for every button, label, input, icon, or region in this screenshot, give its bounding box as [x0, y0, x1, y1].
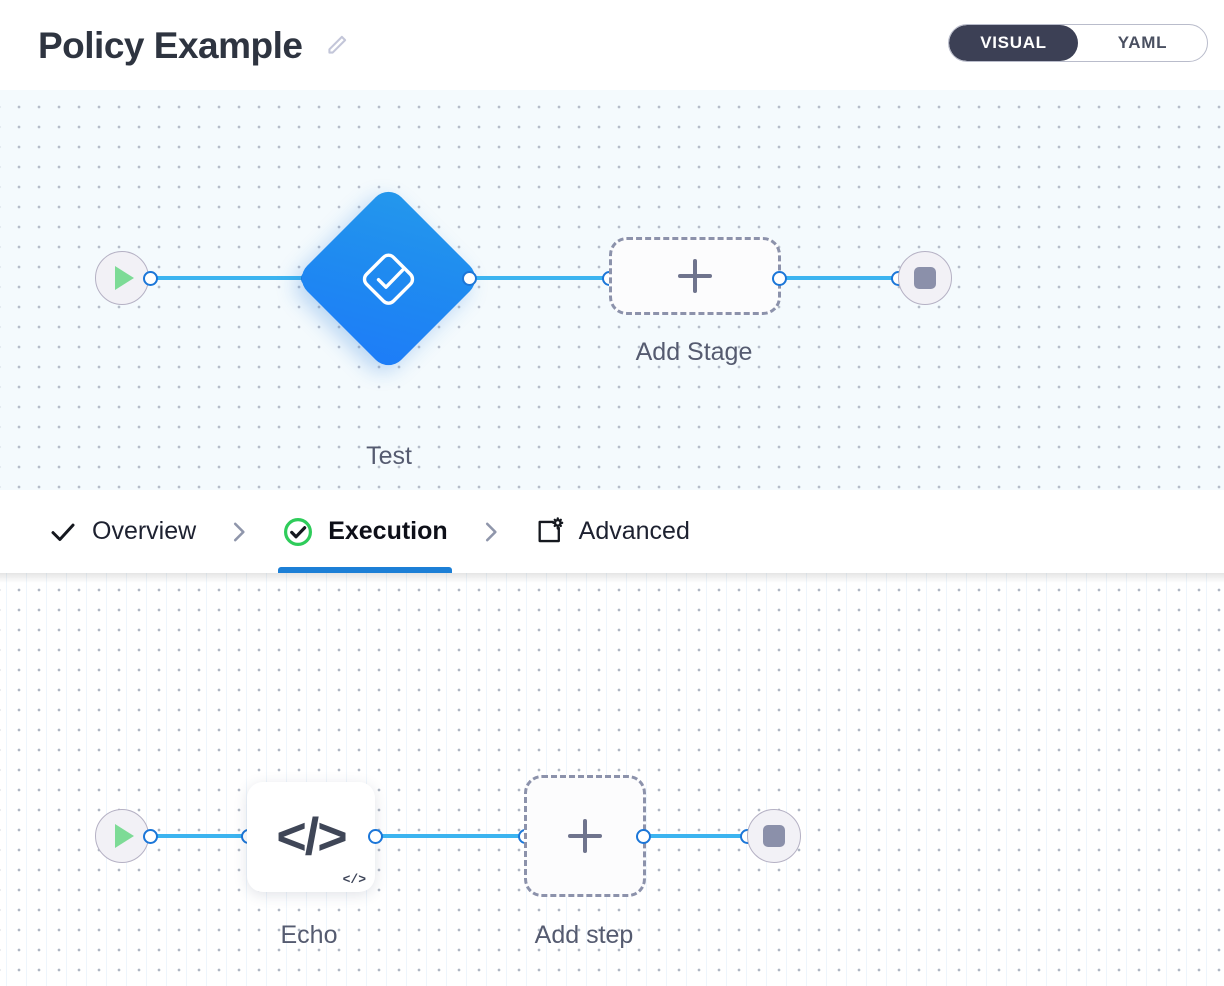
stop-icon — [914, 267, 936, 289]
tab-overview-label: Overview — [92, 517, 197, 545]
stage-edge-add-to-end — [778, 276, 903, 280]
check-circle-icon — [284, 517, 313, 546]
execution-edge-start-to-echo — [150, 834, 260, 838]
stage-node-test-label: Test — [366, 442, 412, 470]
code-icon: </> — [276, 808, 347, 866]
execution-edge-add-to-end — [643, 834, 753, 838]
page-header: Policy Example VISUAL YAML — [0, 0, 1224, 90]
stage-port-add-out[interactable] — [772, 271, 787, 286]
execution-step-echo-label: Echo — [280, 921, 338, 949]
stage-canvas[interactable]: Test Add Stage — [0, 90, 1224, 490]
mode-option-visual[interactable]: VISUAL — [949, 25, 1078, 61]
tab-separator-2 — [478, 517, 504, 547]
stage-edge-test-to-add — [468, 276, 613, 280]
tab-overview[interactable]: Overview — [44, 490, 200, 573]
add-stage-label: Add Stage — [635, 338, 753, 366]
tab-separator-1 — [226, 517, 252, 547]
tab-advanced[interactable]: Advanced — [530, 490, 694, 573]
execution-start-node[interactable] — [95, 809, 149, 863]
view-mode-toggle[interactable]: VISUAL YAML — [948, 24, 1208, 62]
window-gear-icon — [538, 517, 563, 543]
stage-end-node[interactable] — [898, 251, 952, 305]
execution-port-start-out[interactable] — [143, 829, 158, 844]
chevron-right-icon — [234, 522, 245, 541]
plus-icon — [568, 819, 602, 853]
stage-port-test-out[interactable] — [462, 271, 477, 286]
section-tabs: Overview Execution Advanc — [0, 490, 1224, 573]
tab-execution[interactable]: Execution — [278, 490, 453, 573]
stage-port-start-out[interactable] — [143, 271, 158, 286]
add-stage-button[interactable] — [609, 237, 781, 315]
execution-port-echo-out[interactable] — [368, 829, 383, 844]
execution-end-node[interactable] — [747, 809, 801, 863]
execution-step-echo-badge: </> — [342, 872, 366, 887]
play-icon — [115, 824, 134, 848]
check-diamond-icon — [362, 252, 415, 305]
chevron-right-icon — [485, 522, 497, 541]
plus-icon — [678, 259, 712, 293]
page-title: Policy Example — [38, 24, 303, 66]
play-icon — [115, 266, 134, 290]
stage-node-test[interactable] — [294, 184, 483, 373]
tab-execution-label: Execution — [328, 517, 448, 545]
execution-edge-echo-to-add — [375, 834, 530, 838]
pencil-icon[interactable] — [324, 32, 350, 58]
stage-edge-start-to-test — [150, 276, 320, 280]
add-step-button[interactable] — [524, 775, 646, 897]
execution-step-echo[interactable]: </> </> — [247, 782, 375, 892]
stage-start-node[interactable] — [95, 251, 149, 305]
check-icon — [51, 523, 75, 541]
execution-port-add-out[interactable] — [636, 829, 651, 844]
add-step-label: Add step — [534, 921, 634, 949]
stop-icon — [763, 825, 785, 847]
title-group: Policy Example — [38, 27, 350, 64]
tab-advanced-label: Advanced — [578, 517, 690, 545]
mode-option-yaml[interactable]: YAML — [1117, 33, 1168, 52]
execution-canvas[interactable]: </> </> Echo Add step — [0, 573, 1224, 986]
